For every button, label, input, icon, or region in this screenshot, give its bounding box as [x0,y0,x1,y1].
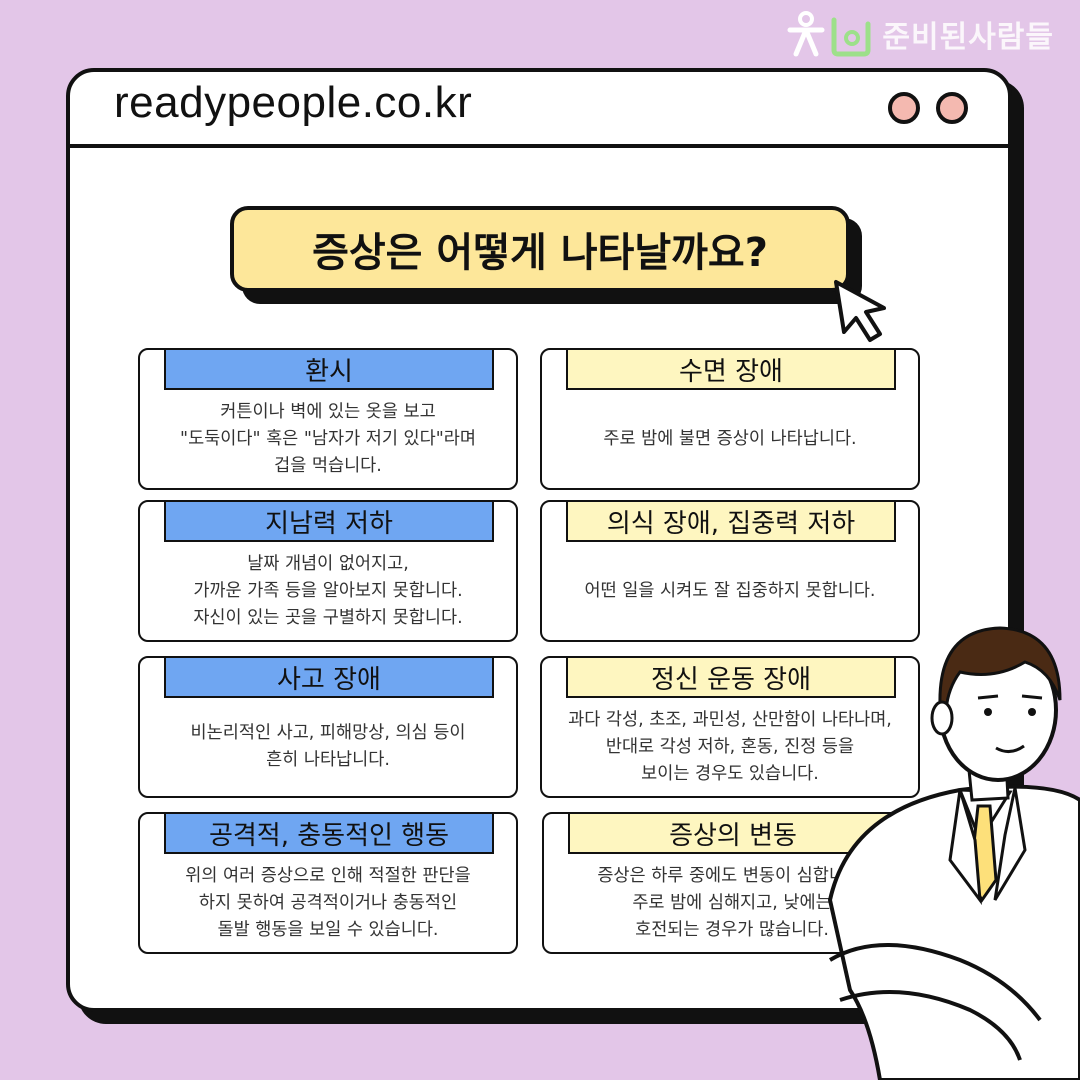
brand: 준비된사람들 [782,10,1054,58]
window-titlebar: readypeople.co.kr [70,72,1008,148]
cursor-arrow-icon [834,280,886,342]
card-title: 공격적, 충동적인 행동 [164,812,494,854]
symptom-card: 환시 커튼이나 벽에 있는 옷을 보고 "도둑이다" 혹은 "남자가 저기 있다… [138,348,518,490]
card-body: 날짜 개념이 없어지고, 가까운 가족 등을 알아보지 못합니다. 자신이 있는… [193,553,463,628]
card-body: 주로 밤에 불면 증상이 나타납니다. [603,428,857,449]
card-title: 지남력 저하 [164,500,494,542]
card-body: 어떤 일을 시켜도 잘 집중하지 못합니다. [584,580,876,601]
card-title: 사고 장애 [164,656,494,698]
card-body: 과다 각성, 초조, 과민성, 산만함이 나타나며, 반대로 각성 저하, 혼동… [568,709,892,784]
card-body: 커튼이나 벽에 있는 옷을 보고 "도둑이다" 혹은 "남자가 저기 있다"라며… [180,401,476,476]
window-dot-icon[interactable] [888,92,920,124]
url-text[interactable]: readypeople.co.kr [114,78,473,127]
page-title: 증상은 어떻게 나타날까요? [230,206,850,292]
card-body: 비논리적인 사고, 피해망상, 의심 등이 흔히 나타납니다. [190,723,466,770]
symptom-card: 공격적, 충동적인 행동 위의 여러 증상으로 인해 적절한 판단을 하지 못하… [138,812,518,954]
card-title: 정신 운동 장애 [566,656,896,698]
symptom-card: 의식 장애, 집중력 저하 어떤 일을 시켜도 잘 집중하지 못합니다. [540,500,920,642]
symptom-card: 지남력 저하 날짜 개념이 없어지고, 가까운 가족 등을 알아보지 못합니다.… [138,500,518,642]
symptom-card: 사고 장애 비논리적인 사고, 피해망상, 의심 등이 흔히 나타납니다. [138,656,518,798]
card-title: 환시 [164,348,494,390]
person-logo-icon [787,11,871,57]
symptom-card: 정신 운동 장애 과다 각성, 초조, 과민성, 산만함이 나타나며, 반대로 … [540,656,920,798]
card-title: 의식 장애, 집중력 저하 [566,500,896,542]
card-body: 위의 여러 증상으로 인해 적절한 판단을 하지 못하여 공격적이거나 충동적인… [185,865,471,940]
symptom-card: 수면 장애 주로 밤에 불면 증상이 나타납니다. [540,348,920,490]
window-dot-icon[interactable] [936,92,968,124]
doctor-illustration [828,626,1080,1080]
card-title: 수면 장애 [566,348,896,390]
card-title: 증상의 변동 [568,812,898,854]
brand-name: 준비된사람들 [882,20,1054,55]
